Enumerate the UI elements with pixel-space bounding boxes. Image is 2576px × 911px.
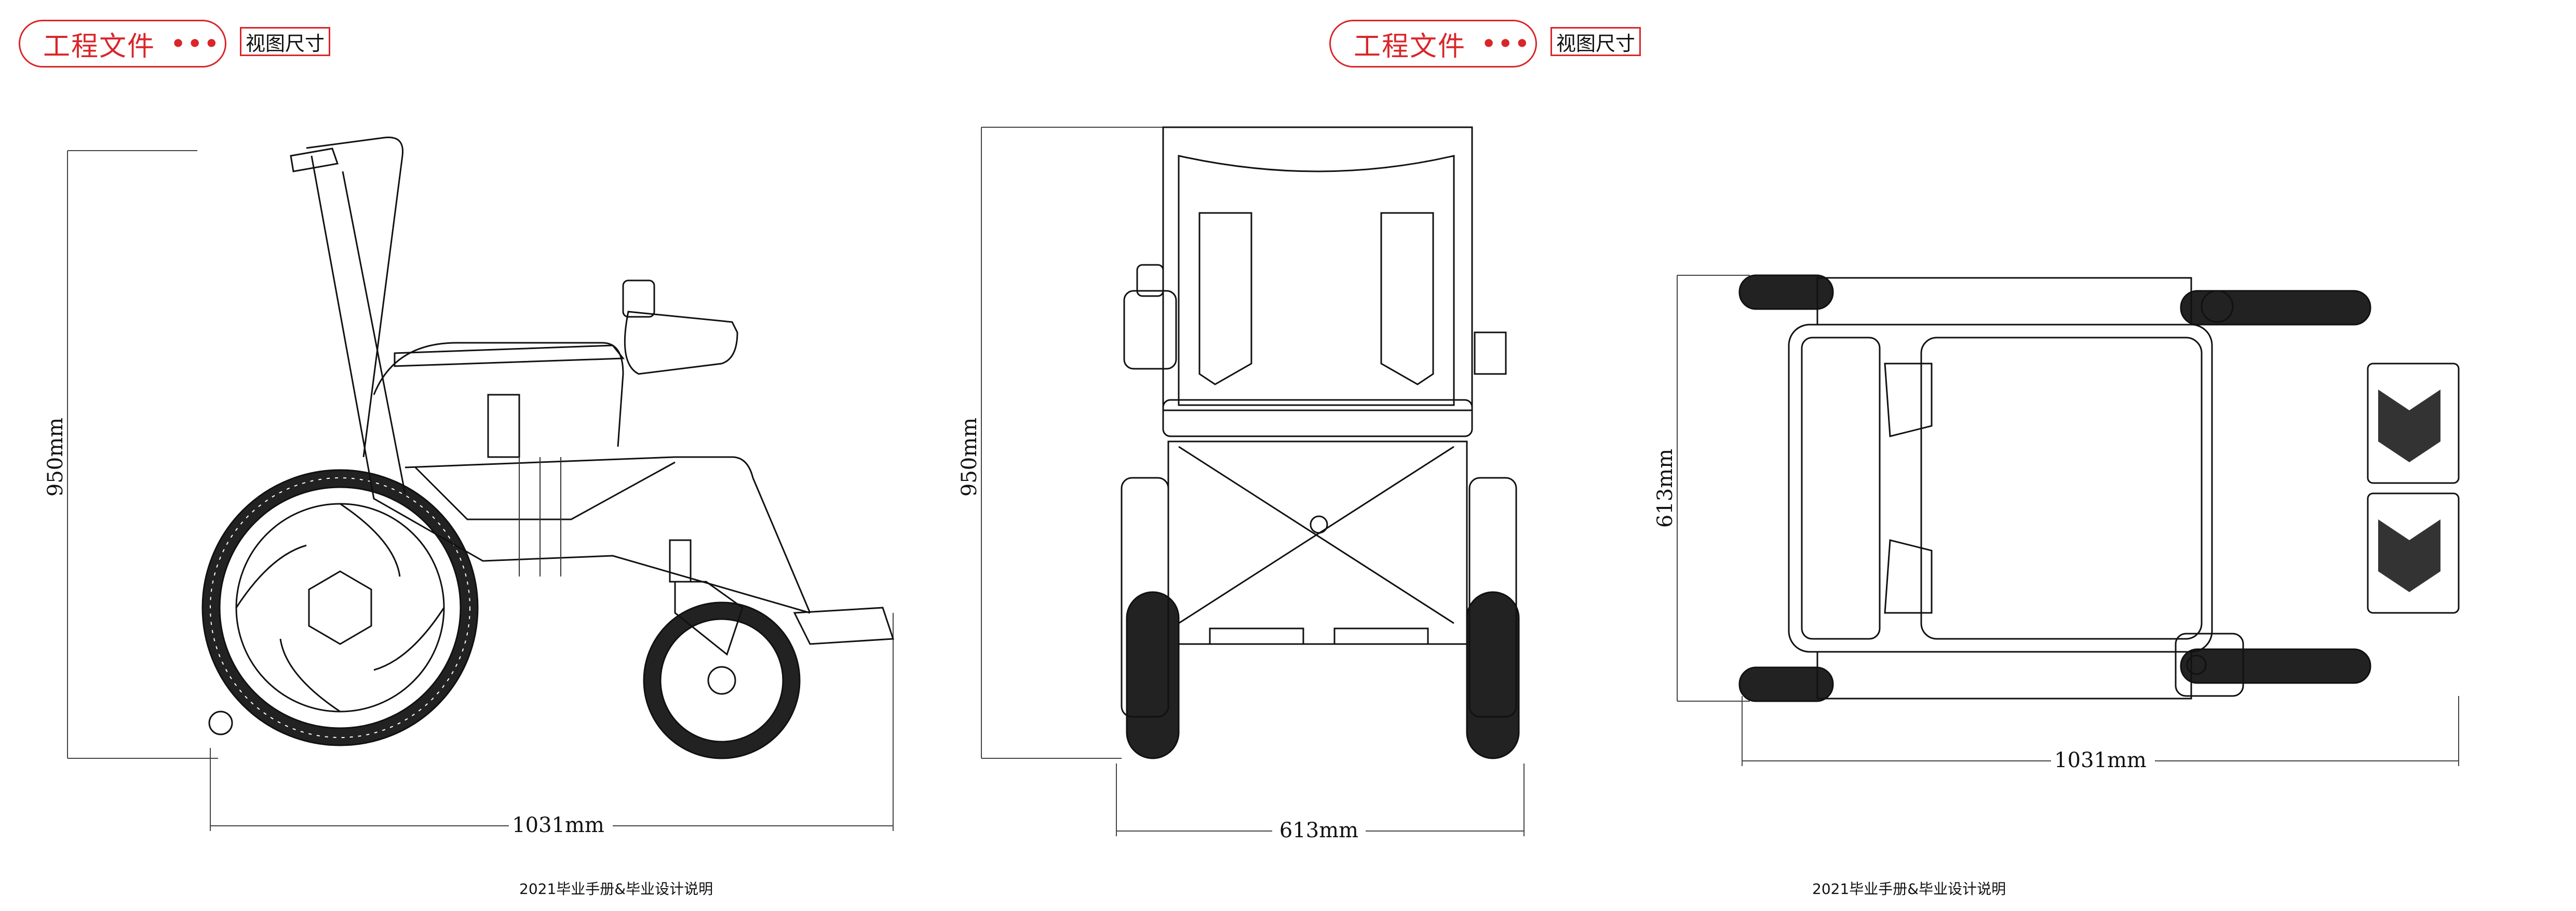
front-rear-wheel-left bbox=[1121, 477, 1169, 718]
front-backrest-pad-left bbox=[1198, 212, 1252, 385]
footer-left: 2021毕业手册&毕业设计说明 bbox=[519, 880, 713, 897]
top-side-frame-bottom bbox=[1816, 651, 2192, 700]
header-title-right: 工程文件 bbox=[1354, 31, 1466, 62]
front-cross-brace bbox=[1178, 446, 1454, 624]
top-footplate-right bbox=[2367, 492, 2460, 614]
front-view: 950mm 613mm bbox=[957, 126, 1525, 847]
side-back-upright bbox=[342, 171, 406, 494]
more-icon: ••• bbox=[1481, 30, 1532, 57]
side-view: 950mm 1031mm bbox=[44, 136, 895, 841]
front-wheel-right bbox=[1466, 591, 1520, 759]
top-joystick-top bbox=[2201, 290, 2234, 323]
front-width-label-bg bbox=[1272, 815, 1366, 847]
side-front-caster-hub bbox=[707, 666, 736, 695]
top-backrest bbox=[1801, 337, 1881, 640]
top-footplate-right-tread bbox=[2378, 519, 2440, 592]
side-rear-wheel-rim bbox=[219, 486, 462, 729]
top-seat-frame bbox=[1788, 324, 2213, 653]
side-armrest-frame bbox=[373, 342, 624, 447]
side-caster-stem bbox=[669, 539, 692, 583]
more-icon: ••• bbox=[171, 30, 221, 57]
view-tag-right: 视图尺寸 bbox=[1550, 27, 1641, 56]
front-width-label: 613mm bbox=[1279, 819, 1358, 842]
header-pill-right: 工程文件 ••• bbox=[1329, 20, 1537, 68]
top-side-frame-top bbox=[1816, 277, 2192, 326]
front-armrest-right bbox=[1474, 331, 1507, 375]
side-length-label-bg bbox=[509, 810, 613, 841]
front-wheel-left bbox=[1126, 591, 1180, 759]
front-seat bbox=[1162, 399, 1473, 437]
header-title-left: 工程文件 bbox=[43, 31, 156, 62]
view-tag-left: 视图尺寸 bbox=[240, 27, 331, 56]
top-joystick-knob bbox=[2186, 654, 2207, 675]
side-motor-box bbox=[487, 394, 520, 458]
side-push-handle bbox=[306, 136, 404, 458]
side-joystick bbox=[622, 279, 655, 318]
top-footplate-left bbox=[2367, 363, 2460, 484]
side-lower-frame bbox=[414, 461, 676, 520]
front-joystick bbox=[1136, 264, 1164, 297]
side-antitip-wheel bbox=[208, 711, 233, 735]
front-height-label: 950mm bbox=[957, 418, 981, 497]
front-rear-wheel-right bbox=[1468, 477, 1517, 718]
side-rear-wheel-spokes bbox=[235, 503, 445, 713]
footer-right: 2021毕业手册&毕业设计说明 bbox=[1812, 880, 2006, 897]
front-footrest-left bbox=[1209, 627, 1304, 645]
top-rear-wheel-left-top bbox=[1738, 274, 1834, 310]
top-seat-cushion bbox=[1920, 337, 2203, 640]
side-rear-wheel-hub bbox=[308, 570, 372, 645]
top-length-label: 1031mm bbox=[2054, 748, 2147, 772]
top-caster-bottom bbox=[2180, 648, 2371, 684]
front-brace-pivot bbox=[1310, 515, 1328, 534]
side-front-caster-rim bbox=[659, 618, 784, 743]
top-joystick-box bbox=[2175, 633, 2244, 697]
side-armrest-pad bbox=[394, 344, 625, 367]
side-joystick-body bbox=[624, 311, 738, 375]
front-backrest-frame bbox=[1162, 126, 1473, 411]
side-back-frame bbox=[311, 155, 811, 614]
side-handle-grip bbox=[290, 148, 339, 172]
side-length-label: 1031mm bbox=[512, 813, 604, 837]
side-rear-wheel-tread bbox=[210, 477, 470, 738]
front-joystick-box bbox=[1123, 290, 1177, 370]
top-footplate-left-tread bbox=[2378, 390, 2440, 462]
side-footrest bbox=[793, 607, 895, 645]
side-seat-rail bbox=[404, 456, 811, 613]
top-caster-top bbox=[2180, 290, 2371, 326]
top-width-label: 613mm bbox=[1653, 449, 1677, 528]
side-height-label: 950mm bbox=[44, 418, 68, 497]
top-view: 613mm 1031mm bbox=[1653, 274, 2460, 776]
top-backrest-pad-right bbox=[1884, 539, 1933, 614]
top-rear-wheel-left-bottom bbox=[1738, 666, 1834, 702]
top-backrest-pad-left bbox=[1884, 363, 1933, 437]
header-pill-left: 工程文件 ••• bbox=[19, 20, 226, 68]
front-lower-frame bbox=[1167, 440, 1468, 645]
side-frame-details bbox=[519, 457, 561, 577]
front-footrest-right bbox=[1333, 627, 1429, 645]
top-length-label-bg bbox=[2051, 745, 2155, 776]
front-backrest-fabric bbox=[1178, 155, 1455, 406]
front-backrest-pad-right bbox=[1380, 212, 1434, 385]
